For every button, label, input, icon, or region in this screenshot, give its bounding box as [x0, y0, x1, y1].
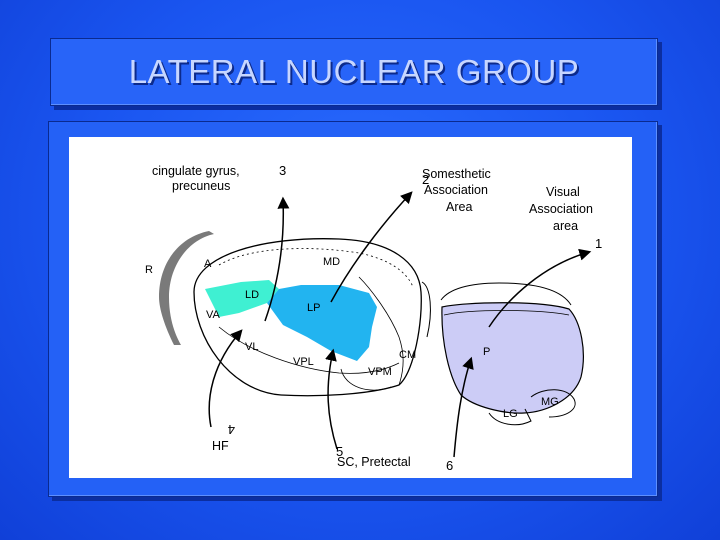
pathway-number-4: 4: [228, 422, 235, 437]
arrow-from-sc: [325, 348, 338, 450]
cingulate-label-line1: cingulate gyrus,: [152, 164, 240, 178]
LG-outline: [488, 408, 532, 426]
somesthetic-label-line3: Area: [446, 200, 472, 214]
internal-lamina: [218, 248, 414, 288]
cm-outline: [340, 368, 392, 391]
thalamus-diagram: cingulate gyrus, precuneus Somesthetic A…: [145, 163, 602, 473]
LD-region: [205, 280, 279, 317]
nucleus-label-R: R: [145, 264, 153, 276]
pathway-number-2: 2: [422, 172, 429, 187]
nucleus-label-VPM: VPM: [368, 366, 392, 378]
pathway-number-6: 6: [446, 458, 453, 473]
sc-label: SC, Pretectal: [337, 455, 411, 469]
thalamus-outline: [193, 238, 422, 397]
pulvinar-region: [441, 302, 584, 414]
posterior-outline: [358, 276, 404, 386]
reticular-nucleus-shape: [159, 231, 214, 345]
somesthetic-label-line2: Association: [424, 183, 488, 197]
nucleus-label-LP: LP: [307, 302, 320, 314]
somesthetic-label-line1: Somesthetic: [422, 167, 491, 181]
nucleus-label-LD: LD: [245, 289, 259, 301]
nucleus-label-VPL: VPL: [293, 356, 314, 368]
thalamus-figure: cingulate gyrus, precuneus Somesthetic A…: [69, 137, 632, 478]
nucleus-label-VA: VA: [206, 309, 221, 321]
MG-outline: [530, 389, 576, 418]
hf-label: HF: [212, 439, 229, 453]
arrow-to-somesthetic: [330, 191, 413, 303]
nucleus-label-CM: CM: [399, 349, 416, 361]
nucleus-label-MG: MG: [541, 396, 559, 408]
slide-title: LATERAL NUCLEAR GROUP: [128, 53, 580, 90]
cingulate-label-line2: precuneus: [172, 179, 230, 193]
LP-region: [267, 285, 377, 361]
nucleus-label-MD: MD: [323, 256, 340, 268]
nucleus-label-P: P: [483, 346, 490, 358]
thalamus-cap: [421, 281, 431, 338]
visual-label-line2: Association: [529, 202, 593, 216]
arrow-from-6: [453, 356, 474, 458]
title-panel: LATERAL NUCLEAR GROUP: [50, 38, 658, 106]
nucleus-label-VL: VL: [245, 341, 258, 353]
visual-label-line3: area: [553, 219, 578, 233]
pathway-number-5: 5: [336, 444, 343, 459]
pulvinar-dorsal-outline: [440, 282, 572, 306]
visual-label-line1: Visual: [546, 185, 580, 199]
pathway-number-3: 3: [279, 163, 286, 178]
pathway-number-1: 1: [595, 236, 602, 251]
nucleus-label-LG: LG: [503, 408, 518, 420]
pulvinar-inner-line: [443, 310, 570, 316]
arrow-to-visual: [488, 248, 592, 328]
arrow-to-cingulate: [264, 196, 290, 322]
nucleus-label-A: A: [204, 258, 212, 270]
arrow-from-hf: [208, 329, 243, 428]
